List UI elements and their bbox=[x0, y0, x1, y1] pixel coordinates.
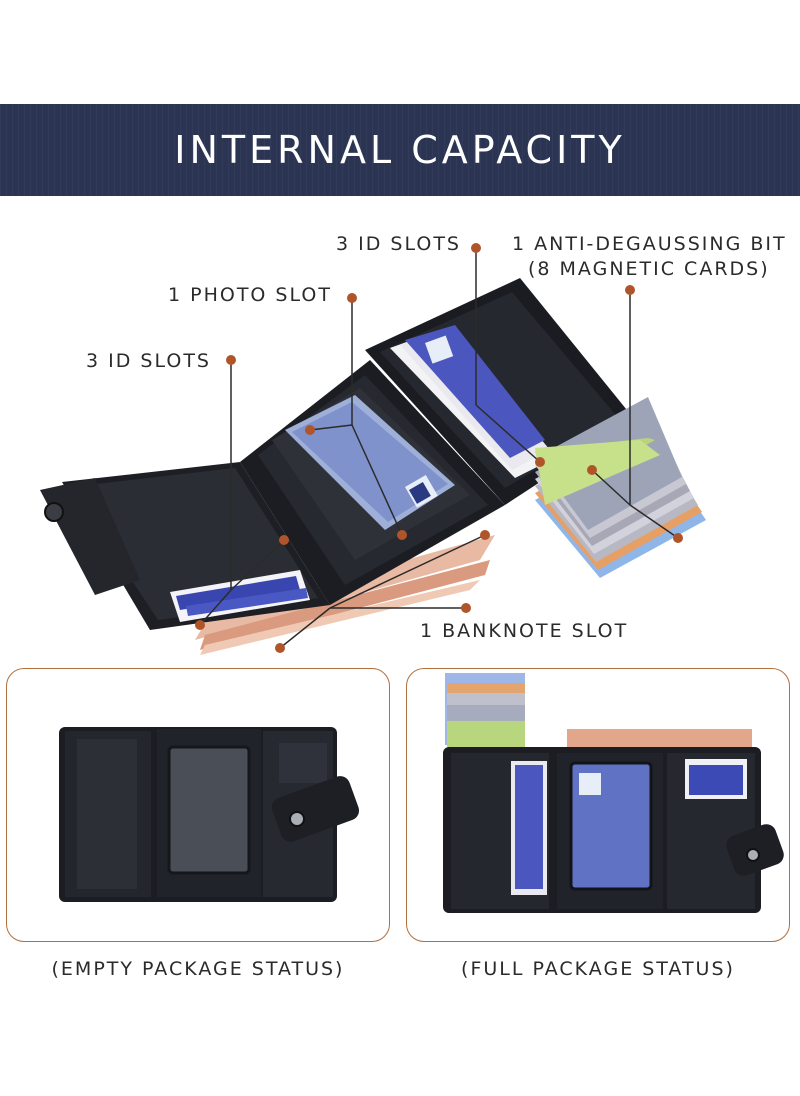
callout-banknote-slot: 1 BANKNOTE SLOT bbox=[420, 620, 629, 642]
callout-id-slots-left: 3 ID SLOTS bbox=[86, 350, 211, 372]
open-wallet-illustration bbox=[40, 243, 706, 655]
empty-package-panel bbox=[6, 668, 390, 942]
empty-package-caption: (EMPTY PACKAGE STATUS) bbox=[51, 958, 345, 980]
page-title: INTERNAL CAPACITY bbox=[174, 128, 626, 172]
header-banner: INTERNAL CAPACITY bbox=[0, 104, 800, 196]
callout-photo-slot: 1 PHOTO SLOT bbox=[168, 284, 332, 306]
callout-id-slots-top: 3 ID SLOTS bbox=[336, 233, 461, 255]
wallet-middle-panel bbox=[240, 360, 505, 605]
callout-anti-degaussing-line2: (8 MAGNETIC CARDS) bbox=[528, 258, 770, 280]
callout-anti-degaussing-line1: 1 ANTI-DEGAUSSING BIT bbox=[512, 233, 787, 255]
wallet-right-panel bbox=[365, 278, 635, 505]
full-wallet-image bbox=[443, 673, 784, 913]
full-package-panel bbox=[406, 668, 790, 942]
full-package-caption: (FULL PACKAGE STATUS) bbox=[461, 958, 735, 980]
left-id-cards bbox=[170, 570, 310, 622]
magnetic-card-stack bbox=[535, 397, 706, 578]
callout-dots bbox=[195, 243, 683, 653]
empty-wallet-image bbox=[59, 727, 360, 902]
callout-lines bbox=[199, 248, 679, 649]
